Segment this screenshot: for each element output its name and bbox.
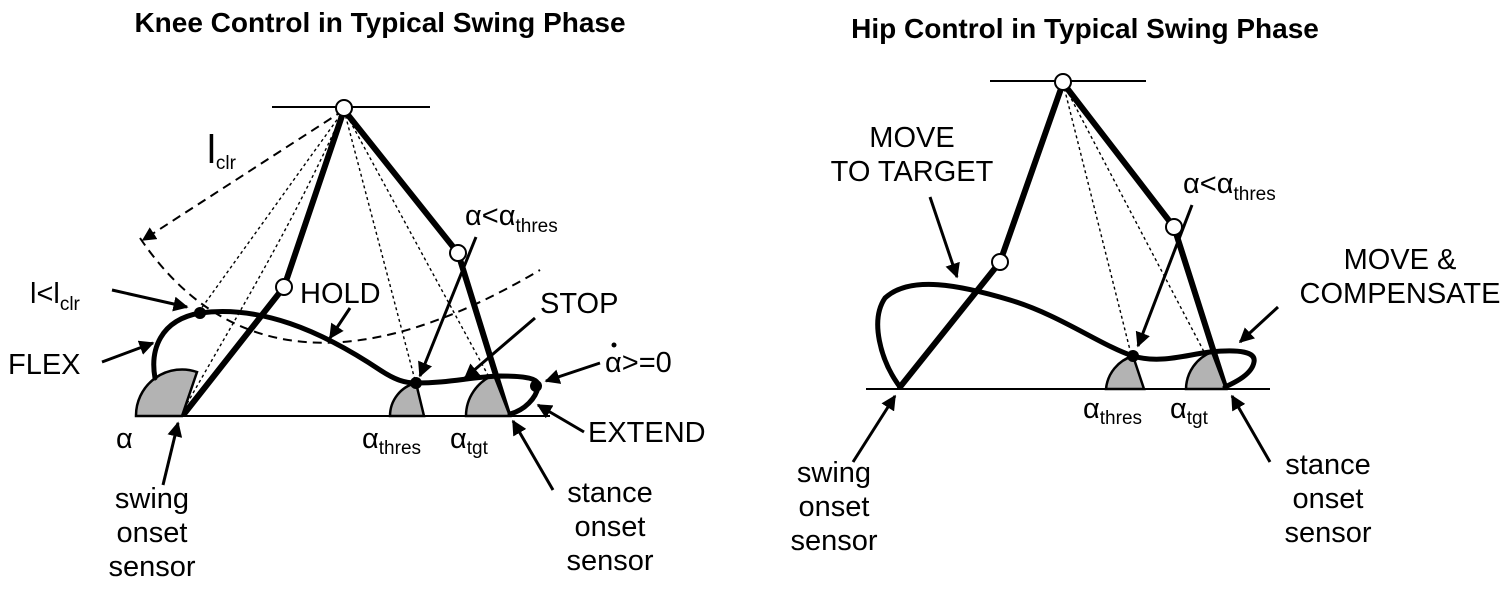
knee-alpha-thres-label: αthres [362, 423, 421, 459]
hip-swing-sensor-arrow [851, 394, 897, 463]
hip-alpha-tgt-label: αtgt [1170, 393, 1209, 429]
knee-alpha-label: α [116, 423, 133, 455]
hip-thres-point [1127, 350, 1139, 362]
hip-guide-line [1062, 82, 1133, 359]
knee-hold-label: HOLD [300, 278, 381, 310]
knee-stance-knee-joint [449, 244, 467, 262]
knee-extend-arrow [536, 403, 585, 434]
knee-stop-label: STOP [540, 288, 618, 320]
knee-lclr-arrow [111, 288, 189, 312]
knee-stop-arrow [463, 316, 536, 380]
hip-swing-knee-joint [991, 253, 1009, 271]
hip-alpha-lt-thres-label: α<αthres [1183, 168, 1276, 205]
hip-move-compensate-label: MOVE &COMPENSATE [1300, 244, 1501, 310]
hip-move-target-arrow [928, 196, 960, 279]
knee-title: Knee Control in Typical Swing Phase [134, 7, 625, 38]
knee-alpha-lt-thres-label: α<αthres [465, 200, 558, 237]
knee-swing-knee-joint [275, 278, 293, 296]
hip-title: Hip Control in Typical Swing Phase [851, 13, 1319, 44]
knee-thres-point [410, 377, 422, 389]
knee-stance-sensor-arrow [511, 419, 555, 491]
hip-hip-joint [1054, 73, 1072, 91]
knee-hold-arrow [328, 307, 352, 340]
hip-stance-knee-joint [1165, 218, 1183, 236]
knee-stance-leg [341, 107, 511, 417]
knee-flex-label: FLEX [8, 349, 81, 381]
hip-alpha-tgt-sector [1184, 350, 1228, 391]
hip-stance-leg [1060, 80, 1228, 390]
knee-alphadot-arrow [544, 361, 601, 384]
hip-alpha-thres-sector [1104, 354, 1146, 391]
knee-guide-line [179, 109, 345, 417]
knee-clearance-radius-arrow [141, 109, 345, 241]
hip-thres-arrow [1135, 204, 1194, 348]
knee-guide-line [343, 109, 509, 413]
knee-extend-point [530, 380, 542, 392]
knee-alpha-tgt-label: αtgt [450, 423, 489, 459]
knee-clearance-arc [139, 237, 541, 344]
knee-thres-arrow [418, 236, 478, 378]
knee-l-lt-lclr-label: l<lclr [30, 278, 81, 315]
knee-alphadot-dot [611, 342, 617, 348]
knee-guide-line [343, 109, 417, 385]
hip-guide-line [1062, 82, 1223, 387]
knee-hip-joint [335, 99, 353, 117]
hip-trajectory [875, 281, 1257, 390]
knee-lclr-label: lclr [207, 128, 237, 174]
knee-extend-label: EXTEND [588, 417, 706, 449]
hip-alpha-thres-label: αthres [1083, 393, 1142, 429]
knee-panel: Knee Control in Typical Swing Phase [8, 7, 706, 583]
knee-alphadot-label: α>=0 [605, 347, 672, 379]
hip-move-compensate-arrow [1238, 305, 1280, 344]
hip-stance-sensor-arrow [1230, 394, 1272, 463]
knee-flex-arrow [101, 340, 155, 364]
knee-swing-sensor-arrow [161, 421, 183, 486]
knee-clearance-point [194, 307, 206, 319]
